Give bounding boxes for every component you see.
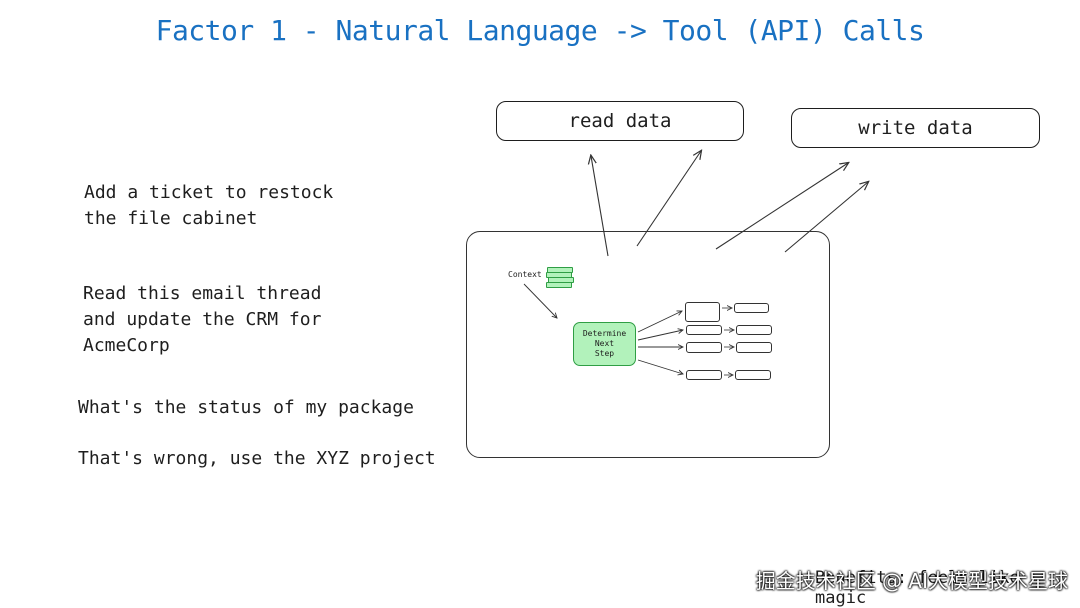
action-result-box xyxy=(735,370,771,380)
write-data-label: write data xyxy=(858,117,973,139)
action-result-box xyxy=(734,303,769,313)
prompt-restock-ticket: Add a ticket to restock the file cabinet xyxy=(84,182,334,229)
determine-next-step-box: Determine Next Step xyxy=(573,322,636,366)
prompt-package-status: What's the status of my package xyxy=(78,397,414,418)
agent-frame xyxy=(466,231,830,458)
arrow-to-write-data xyxy=(784,182,868,253)
action-box xyxy=(685,302,720,322)
arrow-context-to-step xyxy=(523,283,557,318)
benefits-footer: Benefits: feels like magic xyxy=(815,568,1020,608)
arrow-step-to-action xyxy=(637,359,683,374)
action-result-box xyxy=(736,325,772,335)
prompt-email-crm: Read this email thread and update the CR… xyxy=(83,283,322,356)
watermark: 掘金技术社区 @ AI大模型技术星球 xyxy=(755,569,1068,593)
arrow-step-to-action xyxy=(637,330,683,341)
read-data-box: read data xyxy=(496,101,744,141)
arrow-step-to-action xyxy=(637,311,682,333)
prompt-xyz-project: That's wrong, use the XYZ project xyxy=(78,448,436,469)
determine-next-step-label: Determine Next Step xyxy=(582,329,627,358)
arrow-to-read-data xyxy=(591,156,609,257)
action-box xyxy=(686,325,722,335)
action-result-box xyxy=(736,342,772,353)
action-box xyxy=(686,342,722,353)
page-title: Factor 1 - Natural Language -> Tool (API… xyxy=(155,14,925,47)
read-data-label: read data xyxy=(568,110,672,132)
action-box xyxy=(686,370,722,380)
arrow-to-write-data xyxy=(715,163,848,250)
write-data-box: write data xyxy=(791,108,1040,148)
arrow-to-read-data xyxy=(636,151,701,247)
context-label: Context xyxy=(508,270,542,279)
